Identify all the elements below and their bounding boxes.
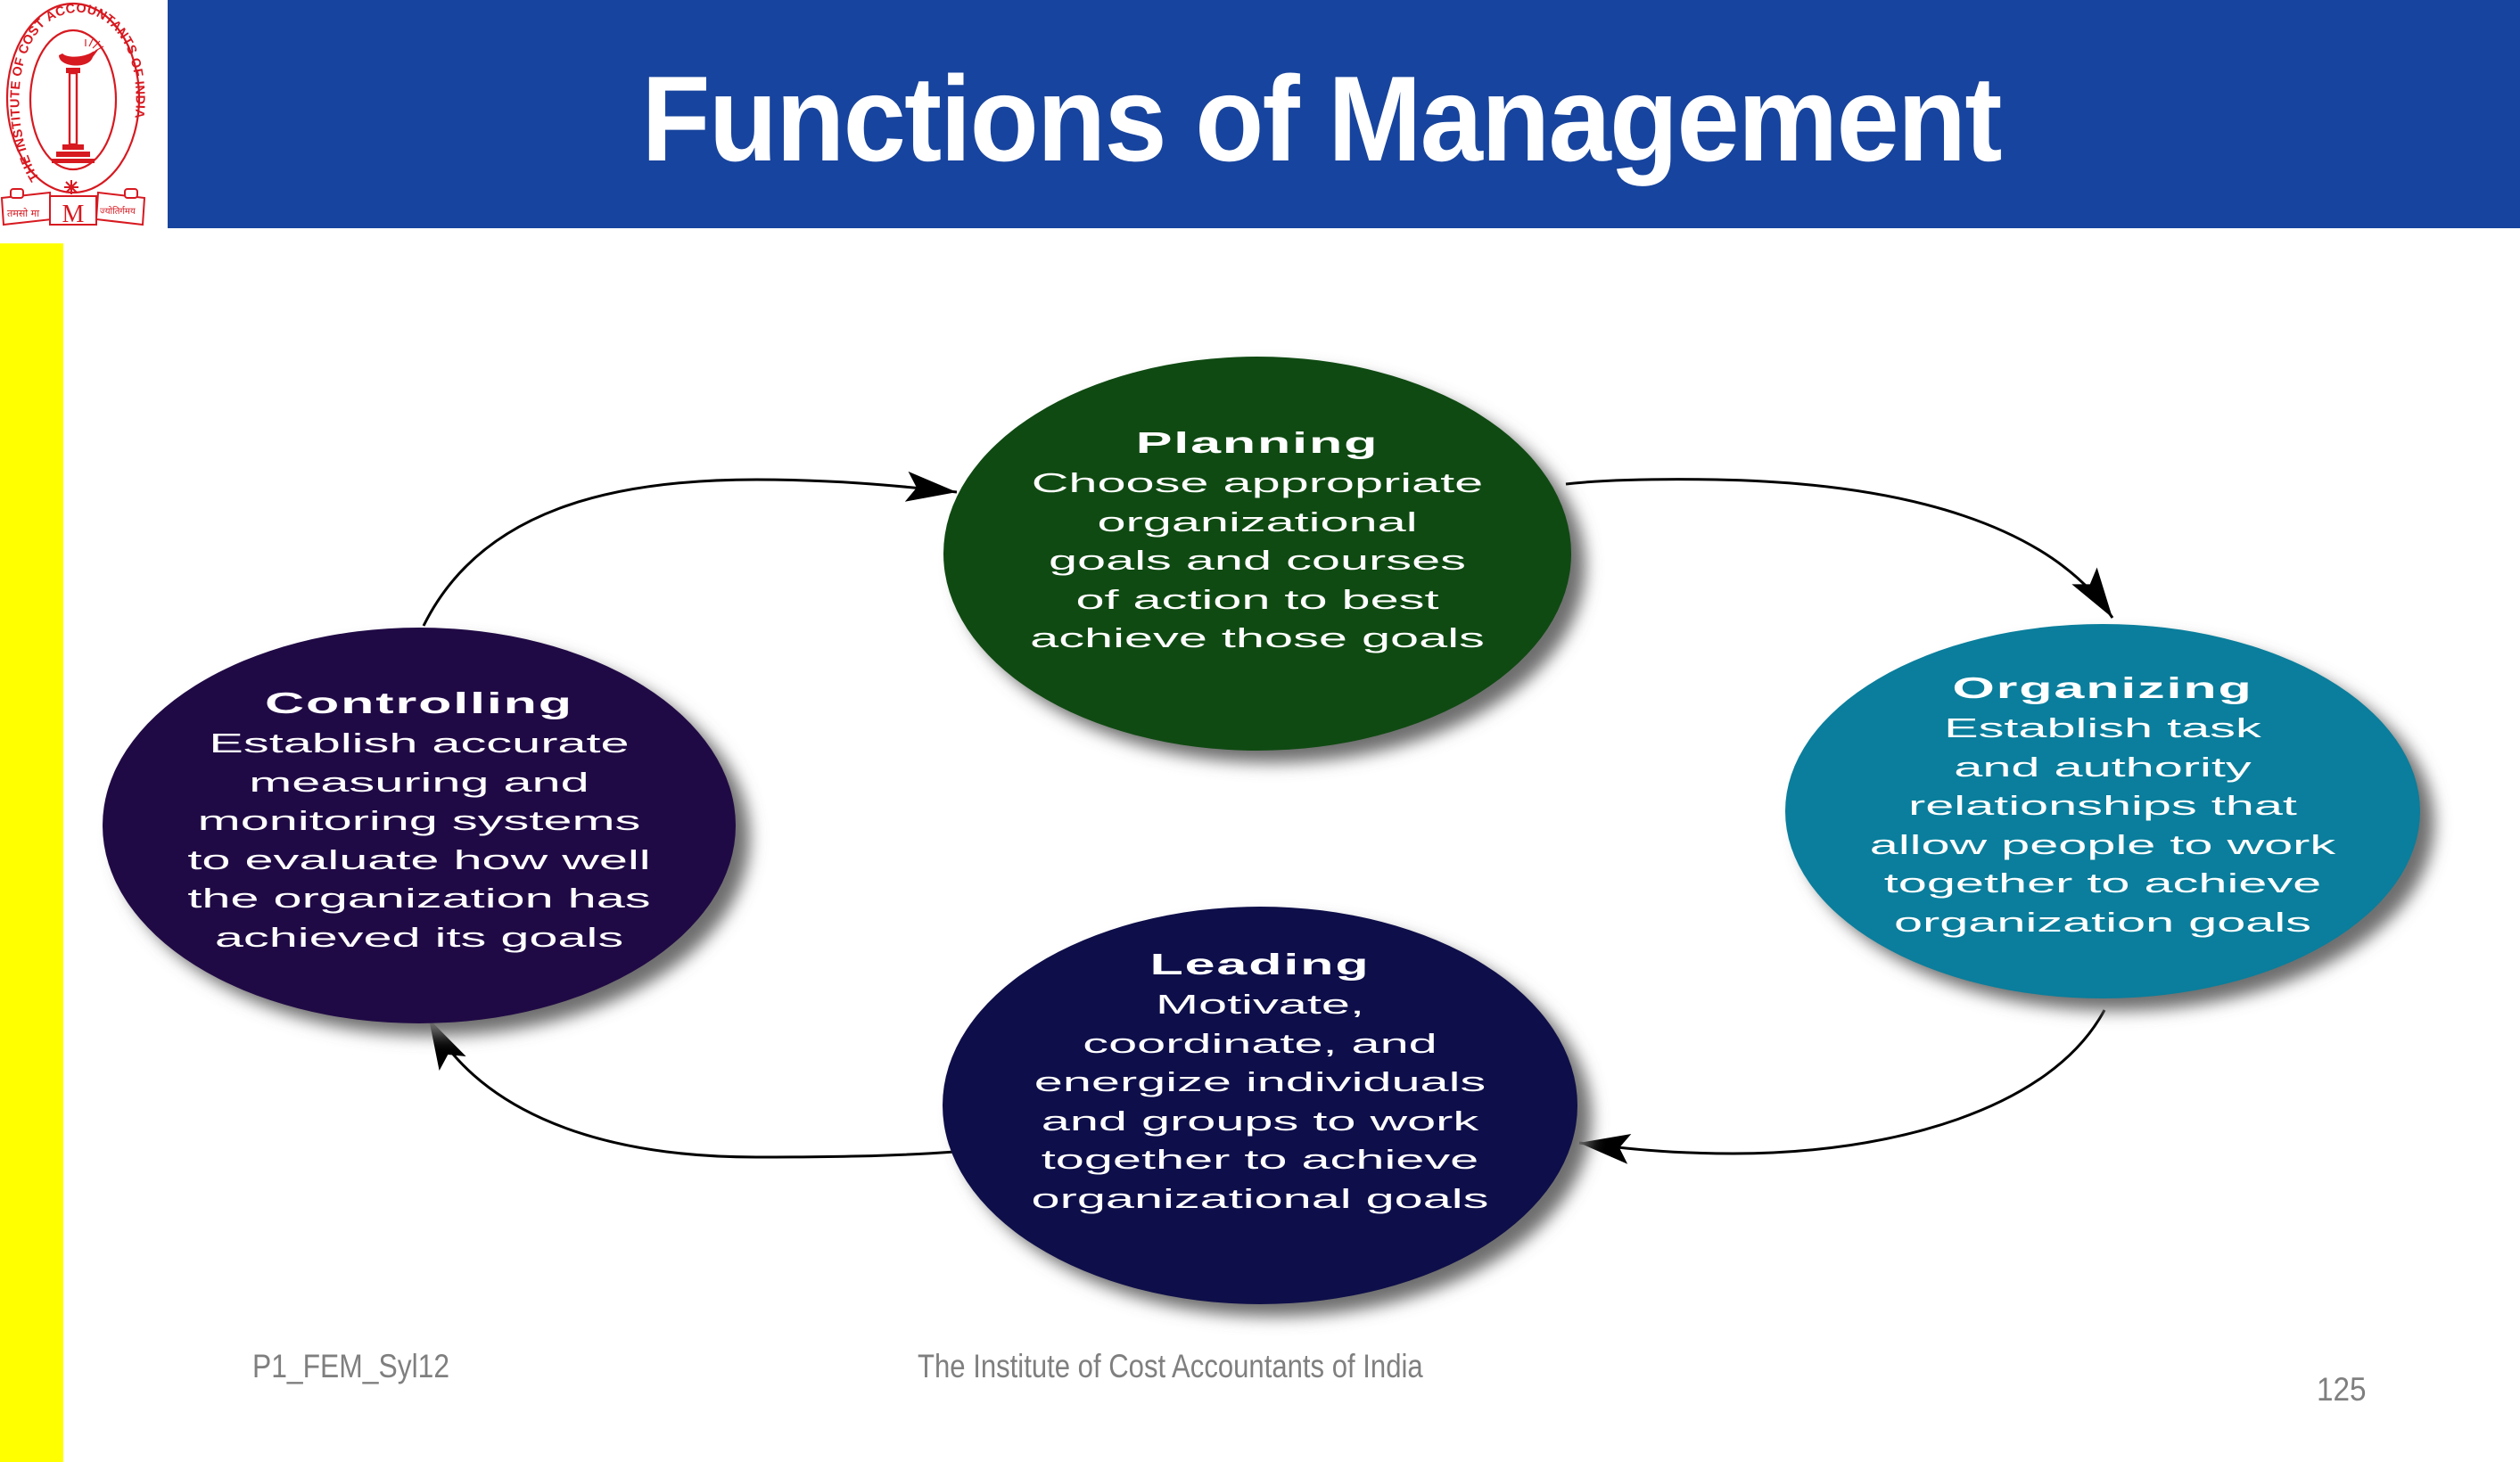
footer-organization-text: The Institute of Cost Accountants of Ind… — [918, 1348, 1423, 1384]
node-organizing-text: Organizing Establish task and authority … — [1791, 667, 2415, 942]
node-planning-line: of action to best — [1075, 583, 1439, 615]
header-bar — [168, 0, 2520, 228]
node-leading-title: Leading — [1149, 948, 1371, 981]
node-leading-line: and groups to work — [1041, 1105, 1479, 1137]
institute-logo: THE INSTITUTE OF COST ACCOUNTANTS OF IND… — [0, 2, 146, 228]
logo-inner-ring — [29, 29, 118, 171]
node-organizing-line: organization goals — [1893, 906, 2312, 938]
footer-organization: The Institute of Cost Accountants of Ind… — [918, 1348, 1519, 1385]
slide-title-text: Functions of Management — [640, 51, 2002, 186]
logo-outer-ring — [5, 2, 141, 194]
node-leading-line: Motivate, — [1156, 989, 1364, 1020]
node-organizing-line: and authority — [1954, 751, 2252, 783]
node-organizing-line: together to achieve — [1883, 867, 2322, 899]
node-controlling-line: the organization has — [187, 883, 651, 915]
footer-code-text: P1_FEM_Syl12 — [252, 1348, 450, 1384]
node-organizing-line: Establish task — [1944, 712, 2261, 743]
node-organizing-line: allow people to work — [1869, 828, 2336, 860]
accent-bar — [0, 243, 63, 1462]
node-controlling-line: achieved its goals — [214, 921, 624, 953]
node-controlling-title: Controlling — [265, 686, 573, 719]
node-controlling-line: monitoring systems — [197, 805, 641, 837]
node-leading-text: Leading Motivate, coordinate, and energi… — [948, 943, 1572, 1219]
node-planning-line: organizational — [1097, 505, 1418, 538]
node-controlling-line: measuring and — [249, 766, 589, 798]
star-icon — [64, 180, 78, 194]
node-planning — [943, 357, 1571, 751]
node-controlling-line: to evaluate how well — [187, 843, 651, 875]
node-organizing — [1785, 624, 2420, 998]
node-organizing-line: relationships that — [1908, 790, 2297, 822]
ribbon-left-text: तमसो मा — [7, 208, 39, 219]
slide-title: Functions of Management — [168, 34, 2520, 203]
node-controlling — [103, 628, 736, 1023]
node-planning-line: achieve those goals — [1030, 622, 1485, 654]
node-planning-line: goals and courses — [1048, 545, 1466, 577]
footer-code: P1_FEM_Syl12 — [252, 1348, 482, 1385]
node-planning-text: Planning Choose appropriate organization… — [945, 422, 1569, 658]
logo-monogram: M — [62, 201, 85, 228]
node-planning-line: Choose appropriate — [1031, 467, 1484, 498]
page-number-text: 125 — [2317, 1371, 2367, 1408]
cycle-nodes — [103, 357, 2420, 1304]
node-controlling-text: Controlling Establish accurate measuring… — [107, 682, 731, 957]
node-leading-line: coordinate, and — [1083, 1027, 1437, 1059]
node-leading — [943, 907, 1577, 1304]
arrow-controlling-to-planning — [422, 471, 958, 627]
cycle-arrows — [422, 471, 2114, 1164]
ribbon-banner — [0, 188, 146, 226]
logo-emblem — [5, 2, 141, 194]
page-number: 125 — [2317, 1371, 2372, 1409]
node-organizing-title: Organizing — [1952, 671, 2253, 704]
arrow-organizing-to-leading — [1578, 1009, 2106, 1164]
arrow-planning-to-organizing — [1565, 478, 2114, 619]
node-planning-title: Planning — [1135, 426, 1379, 459]
node-controlling-line: Establish accurate — [209, 727, 630, 759]
node-leading-line: organizational goals — [1031, 1182, 1489, 1214]
ribbon-right-text: ज्योतिर्गमय — [100, 206, 136, 217]
lamp-pillar-icon — [52, 38, 104, 163]
node-leading-line: together to achieve — [1041, 1144, 1479, 1176]
node-leading-line: energize individuals — [1034, 1066, 1486, 1098]
arrow-leading-to-controlling — [427, 1018, 956, 1159]
